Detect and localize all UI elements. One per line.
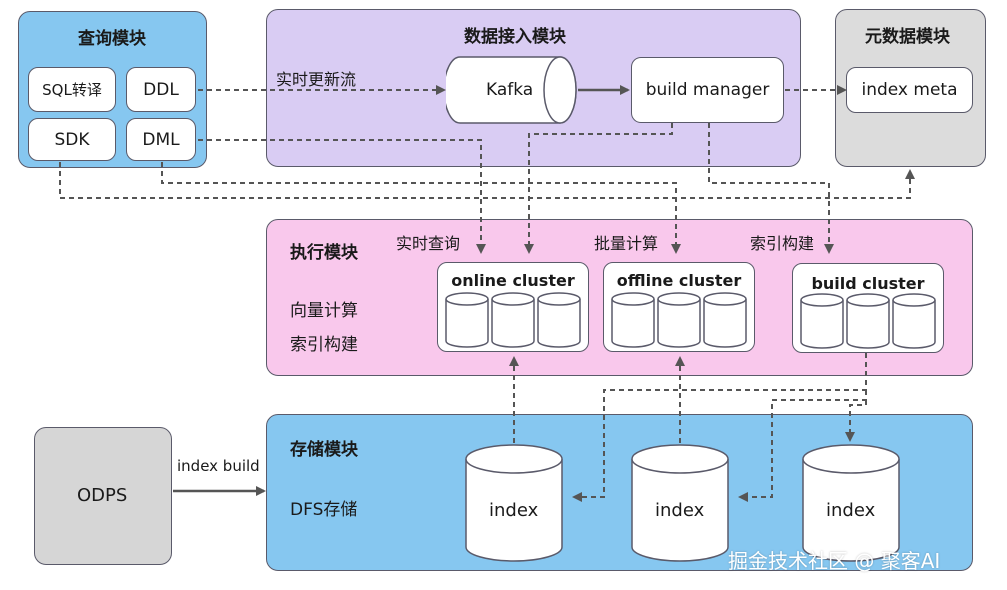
offline-cluster-disks [611, 292, 747, 348]
index-cylinder-1 [465, 444, 563, 562]
disk-icon [703, 292, 747, 348]
batch-compute-label: 批量计算 [594, 234, 659, 253]
disk-icon [892, 293, 936, 349]
kafka-label: Kafka [486, 80, 534, 100]
build-cluster-disks [800, 293, 936, 349]
offline-cluster: offline cluster [603, 262, 755, 352]
online-cluster-disks [445, 292, 581, 348]
sql-translate-box: SQL转译 [28, 67, 116, 112]
odps-arrow-label: index build [177, 457, 260, 475]
meta-module-title: 元数据模块 [865, 27, 950, 47]
ddl-box: DDL [126, 67, 196, 112]
build-manager-box: build manager [631, 57, 784, 123]
disk-icon [846, 293, 890, 349]
query-module-title: 查询模块 [78, 29, 146, 49]
online-cluster: online cluster [437, 262, 589, 352]
disk-icon [491, 292, 535, 348]
index-meta-box: index meta [846, 67, 973, 113]
index-label-1: index [489, 500, 539, 521]
disk-icon [537, 292, 581, 348]
kafka-cylinder [446, 56, 577, 124]
disk-icon [800, 293, 844, 349]
disk-icon [657, 292, 701, 348]
disk-icon [445, 292, 489, 348]
odps-label: ODPS [77, 485, 128, 506]
dfs-storage-label: DFS存储 [290, 500, 358, 520]
index-label-2: index [655, 500, 705, 521]
storage-module-title: 存储模块 [290, 440, 358, 460]
realtime-query-label: 实时查询 [396, 234, 461, 253]
dml-box: DML [126, 118, 196, 161]
offline-cluster-title: offline cluster [616, 271, 742, 290]
sdk-box: SDK [28, 118, 116, 161]
build-cluster: build cluster [792, 263, 944, 353]
index-label-3: index [826, 500, 876, 521]
realtime-stream-label: 实时更新流 [276, 70, 357, 89]
watermark: 掘金技术社区 @ 聚客AI [728, 549, 941, 573]
exec-desc-line1: 向量计算 [290, 301, 358, 321]
odps-box [34, 427, 172, 565]
exec-module-title: 执行模块 [290, 243, 358, 263]
disk-icon [611, 292, 655, 348]
exec-desc-line2: 索引构建 [290, 335, 358, 355]
index-build-label: 索引构建 [750, 234, 815, 253]
online-cluster-title: online cluster [451, 271, 575, 290]
ingest-module-title: 数据接入模块 [464, 27, 566, 47]
build-cluster-title: build cluster [811, 274, 925, 293]
